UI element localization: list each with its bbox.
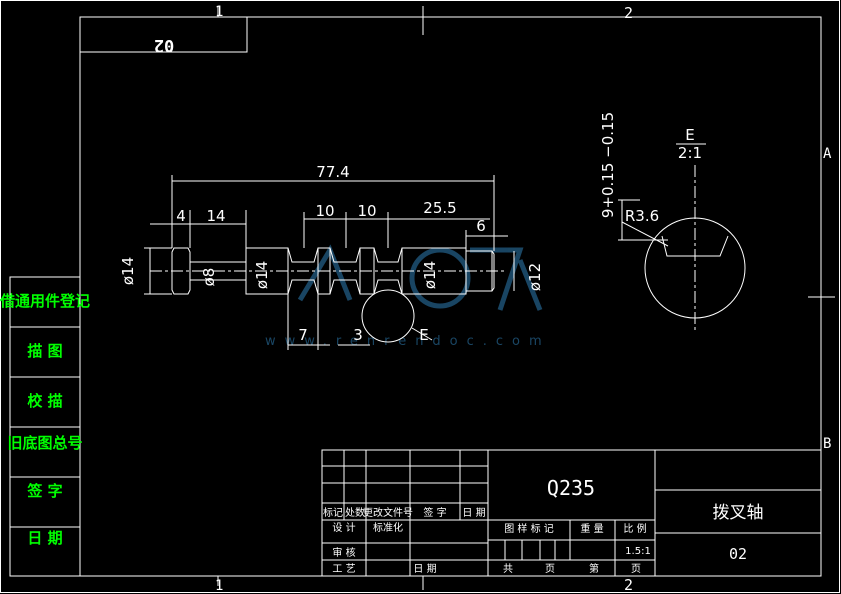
- tb-page1: 页: [545, 563, 555, 575]
- detail-view-e: E 2:1 9+0.15 −0.15 R3.6: [599, 112, 746, 330]
- col-mark-2: 2: [624, 4, 633, 22]
- left-item-borrow: 借通用件登记: [0, 292, 90, 310]
- tb-weight: 重 量: [580, 522, 603, 535]
- dim-4: 4: [176, 207, 186, 225]
- tb-date: 日 期: [413, 563, 436, 575]
- dim-6: 6: [476, 217, 486, 235]
- dim-dia-14-a: ø14: [119, 257, 137, 285]
- col-mark-1-bottom: 1: [215, 578, 223, 594]
- row-mark-b: B: [823, 436, 831, 452]
- tb-page2: 页: [631, 563, 641, 575]
- dim-25-5: 25.5: [423, 199, 456, 217]
- rev-header-count: 处数: [345, 506, 365, 519]
- dim-10-a: 10: [315, 202, 334, 220]
- tb-design: 设 计: [332, 521, 355, 534]
- inner-border: [79, 16, 822, 577]
- rev-header-mark: 标记: [323, 507, 343, 519]
- tb-part-name: 拨叉轴: [713, 503, 764, 523]
- tb-material: Q235: [547, 476, 595, 500]
- dim-10-b: 10: [357, 202, 376, 220]
- col-mark-2-bottom: 2: [624, 576, 633, 594]
- rev-header-sign: 签 字: [423, 506, 446, 519]
- rev-header-date: 日 期: [462, 507, 485, 519]
- tb-total: 共: [503, 563, 513, 575]
- watermark: www.renrendoc.com: [265, 244, 551, 349]
- left-column: 借通用件登记 描 图 校 描 旧底图总号 签 字 日 期: [0, 276, 90, 577]
- detail-width-tol: 9+0.15 −0.15: [599, 112, 617, 218]
- title-block: 标记 处数 更改文件号 签 字 日 期 设 计 标准化 审 核 工 艺 日 期 …: [321, 449, 822, 577]
- detail-radius: R3.6: [625, 207, 659, 225]
- tb-process: 工 艺: [332, 563, 355, 575]
- dim-dia-14-c: ø14: [421, 261, 439, 289]
- dim-3: 3: [353, 326, 363, 344]
- left-item-trace: 描 图: [27, 342, 62, 360]
- tb-scale-value: 1.5:1: [625, 546, 651, 557]
- tb-standardize: 标准化: [373, 521, 403, 534]
- tb-nth: 第: [589, 562, 599, 575]
- left-item-date: 日 期: [27, 529, 62, 547]
- shaft-main-view: 77.4 4 14 10 10 25.5 6 7 3 E ø14 ø8 ø14 …: [119, 163, 544, 350]
- dim-dia-14-b: ø14: [253, 261, 271, 289]
- dim-dia-12: ø12: [526, 263, 544, 291]
- left-item-sign: 签 字: [26, 482, 62, 500]
- section-ref-e: E: [419, 326, 428, 344]
- detail-label: E: [685, 126, 694, 144]
- left-item-proof: 校 描: [27, 392, 62, 410]
- dim-overall: 77.4: [316, 163, 349, 181]
- code-box: [79, 16, 248, 53]
- left-item-old-no: 旧底图总号: [7, 434, 82, 452]
- rev-header-file: 更改文件号: [363, 506, 413, 519]
- dim-dia-8: ø8: [200, 268, 218, 287]
- dim-14: 14: [206, 207, 225, 225]
- tb-review: 审 核: [332, 546, 355, 559]
- col-mark-1: 1: [215, 4, 223, 20]
- tb-drawing-no: 02: [729, 545, 747, 563]
- watermark-url: www.renrendoc.com: [265, 334, 551, 349]
- dim-7: 7: [298, 326, 308, 344]
- tb-scale-label: 比 例: [623, 522, 646, 535]
- row-mark-a: A: [823, 146, 832, 162]
- code-box-text: 02: [154, 35, 174, 55]
- detail-scale: 2:1: [678, 144, 702, 162]
- tb-stage-mark: 图 样 标 记: [504, 522, 554, 535]
